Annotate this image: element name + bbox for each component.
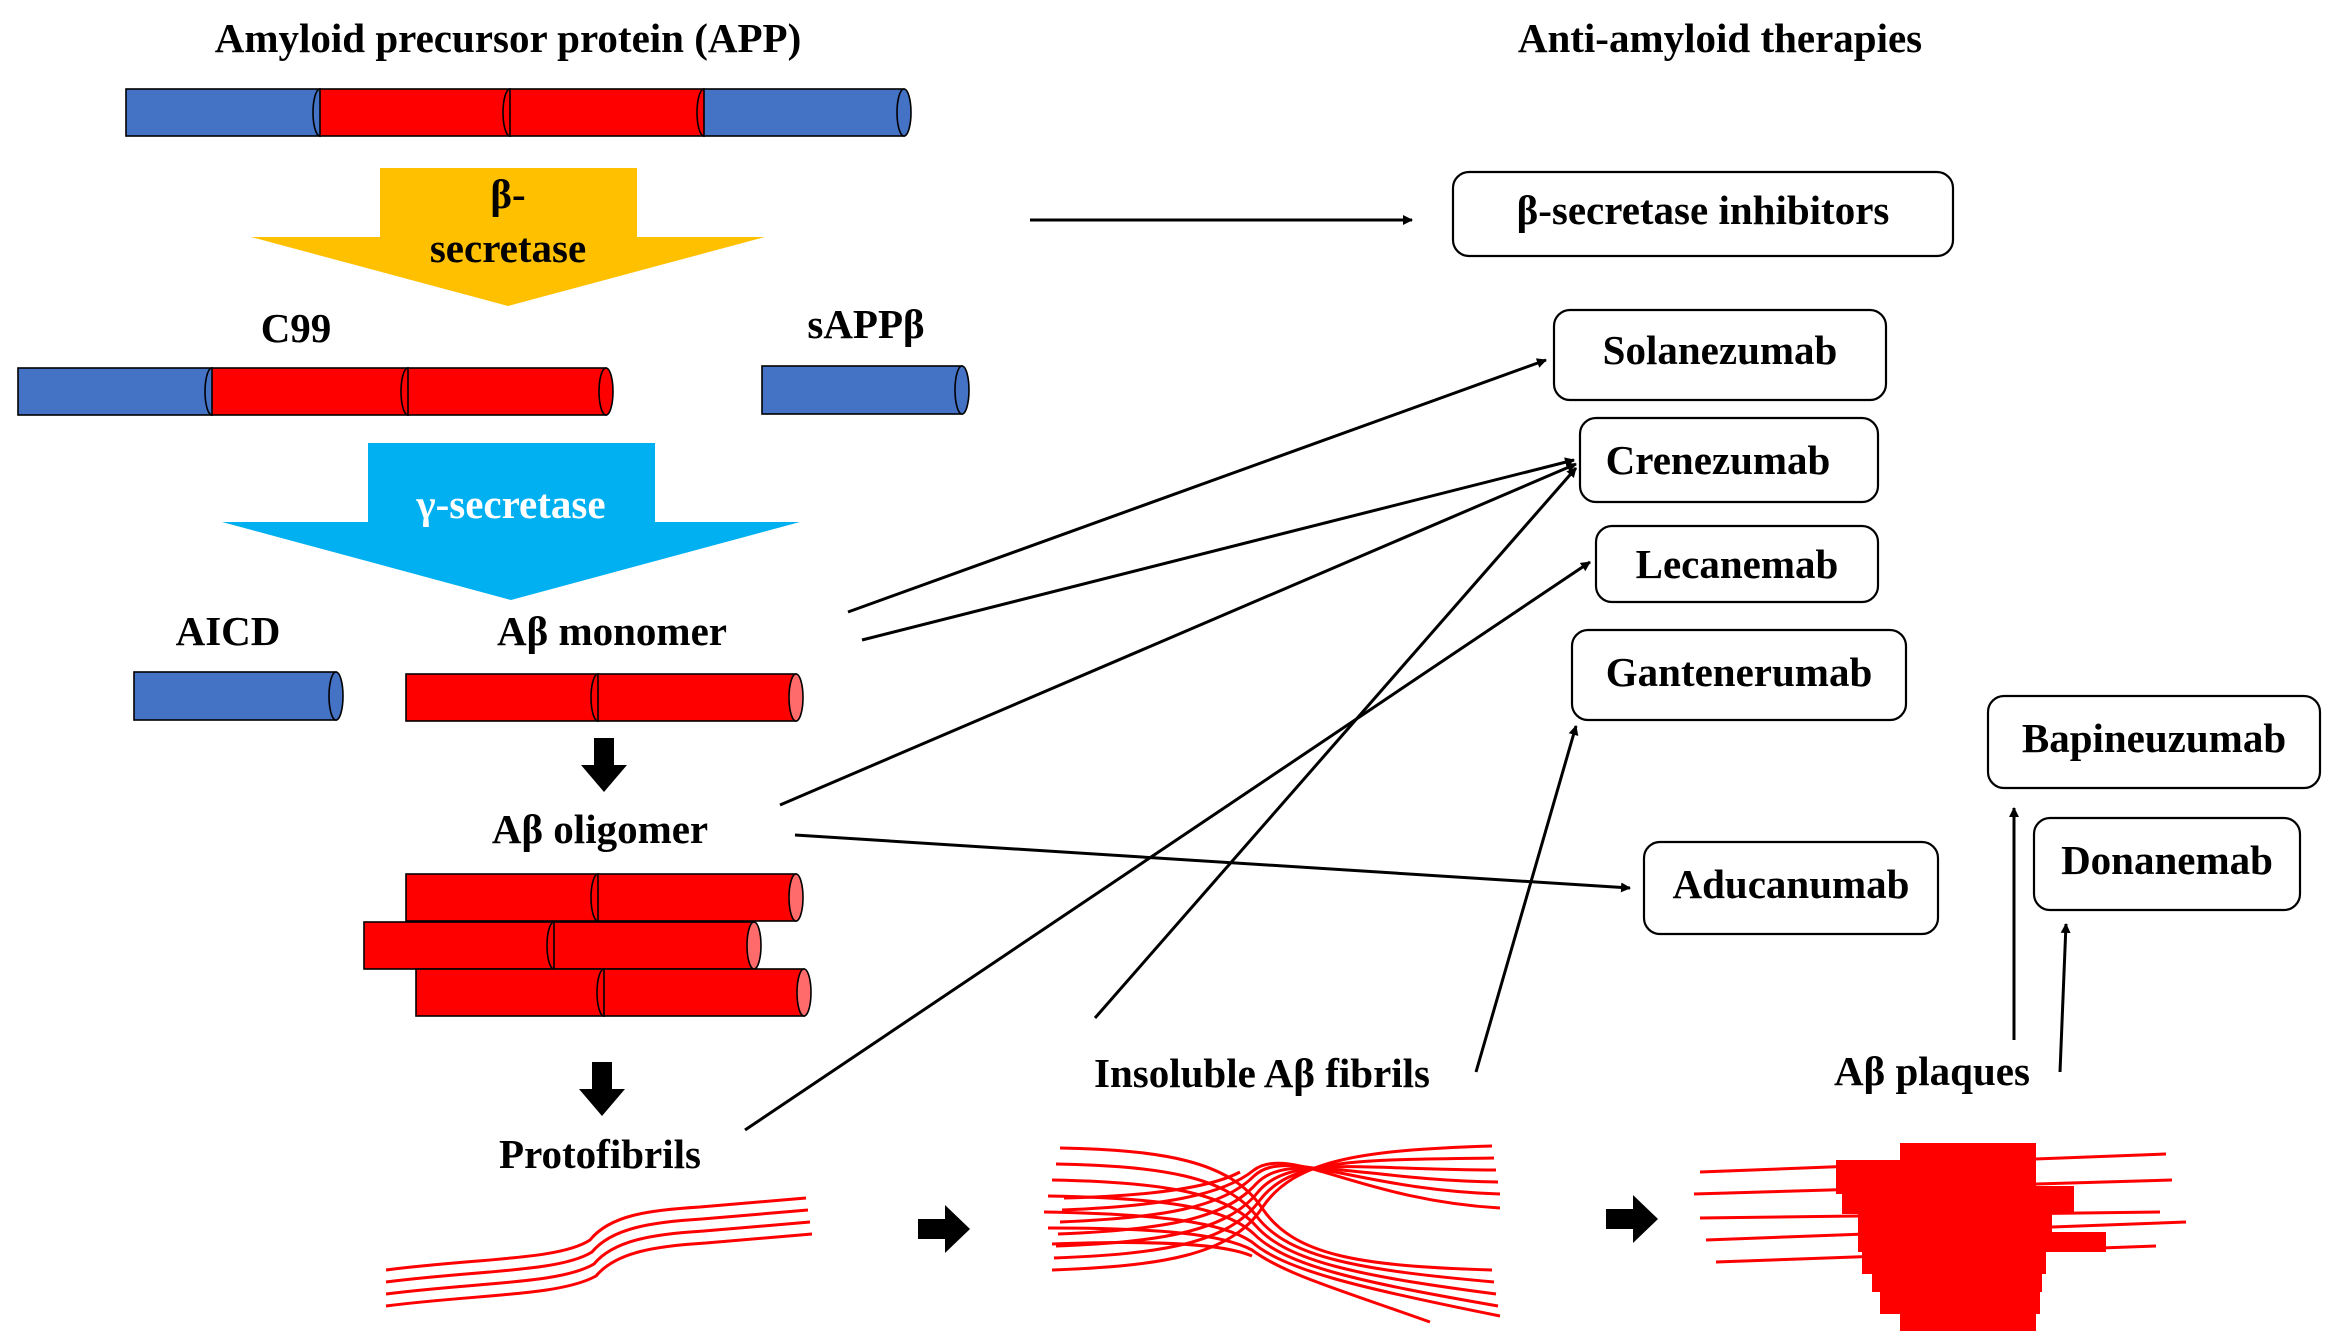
beta-secretase-label-line1: β-	[490, 171, 525, 217]
plaques-label: Aβ plaques	[1834, 1048, 2030, 1094]
therapy-box-solanezumab: Solanezumab	[1552, 308, 1888, 402]
therapy-label-crenezumab: Crenezumab	[1606, 437, 1831, 483]
therapy-label-gantenerumab: Gantenerumab	[1606, 649, 1873, 695]
fibrils-label: Insoluble Aβ fibrils	[1094, 1050, 1430, 1096]
c99-bar	[17, 367, 614, 416]
arrow-plaques-to-donanemab	[2058, 923, 2071, 1073]
monomer-label: Aβ monomer	[497, 608, 727, 654]
down-arrow-monomer-to-oligomer	[581, 738, 627, 792]
down-arrow-oligomer-to-protofibrils	[579, 1062, 625, 1116]
protofibrils-label: Protofibrils	[499, 1131, 701, 1177]
gamma-secretase-arrow: γ-secretase	[222, 443, 800, 600]
arrow-monomer-to-solanezumab	[847, 358, 1547, 614]
therapy-label-lecanemab: Lecanemab	[1636, 541, 1839, 587]
therapy-box-donanemab: Donanemab	[2032, 816, 2302, 912]
therapy-label-solanezumab: Solanezumab	[1603, 327, 1838, 373]
plaque-cluster	[1693, 1143, 2187, 1331]
monomer-bar	[405, 673, 804, 722]
therapy-box-gantenerumab: Gantenerumab	[1570, 628, 1908, 722]
aicd-bar	[133, 671, 344, 721]
right-arrow-fibrils-to-plaques	[1606, 1195, 1658, 1243]
aicd-label: AICD	[176, 608, 281, 654]
oligomer-label: Aβ oligomer	[492, 806, 708, 852]
arrow-fibrils-to-gantenerumab	[1474, 725, 1579, 1073]
c99-label: C99	[261, 305, 332, 351]
therapies-heading: Anti-amyloid therapies	[1518, 15, 1922, 61]
gamma-secretase-label: γ-secretase	[415, 481, 605, 527]
arrow-monomer-to-crenezumab	[861, 457, 1575, 642]
arrow-fibrils-to-crenezumab	[1093, 467, 1578, 1019]
protofibril-strands	[385, 1196, 813, 1308]
sappb-bar	[761, 365, 970, 415]
arrow-protofibrils-to-lecanemab	[744, 560, 1591, 1132]
app-protein-bar	[125, 88, 912, 137]
arrow-oligomer-to-crenezumab	[779, 462, 1577, 807]
right-arrow-protofibrils-to-fibrils	[918, 1205, 970, 1253]
beta-secretase-arrow: β- secretase	[251, 168, 765, 306]
app-title: Amyloid precursor protein (APP)	[215, 15, 801, 61]
sappb-label: sAPPβ	[807, 301, 924, 347]
therapy-label-aducanumab: Aducanumab	[1673, 861, 1910, 907]
therapy-box-lecanemab: Lecanemab	[1594, 524, 1880, 604]
therapy-box-bapineuzumab: Bapineuzumab	[1986, 694, 2322, 790]
therapy-label-bsi: β-secretase inhibitors	[1517, 187, 1890, 233]
therapy-box-bsi: β-secretase inhibitors	[1451, 170, 1955, 258]
oligomer-stack	[363, 873, 812, 1017]
therapy-label-donanemab: Donanemab	[2061, 837, 2273, 883]
arrow-oligomer-to-aducanumab	[794, 833, 1631, 893]
therapy-box-crenezumab: Crenezumab	[1578, 416, 1880, 504]
beta-secretase-label-line2: secretase	[430, 225, 586, 271]
therapy-label-bapineuzumab: Bapineuzumab	[2022, 715, 2286, 761]
therapy-box-aducanumab: Aducanumab	[1642, 840, 1940, 936]
insoluble-fibrils-bundle	[1043, 1144, 1501, 1324]
